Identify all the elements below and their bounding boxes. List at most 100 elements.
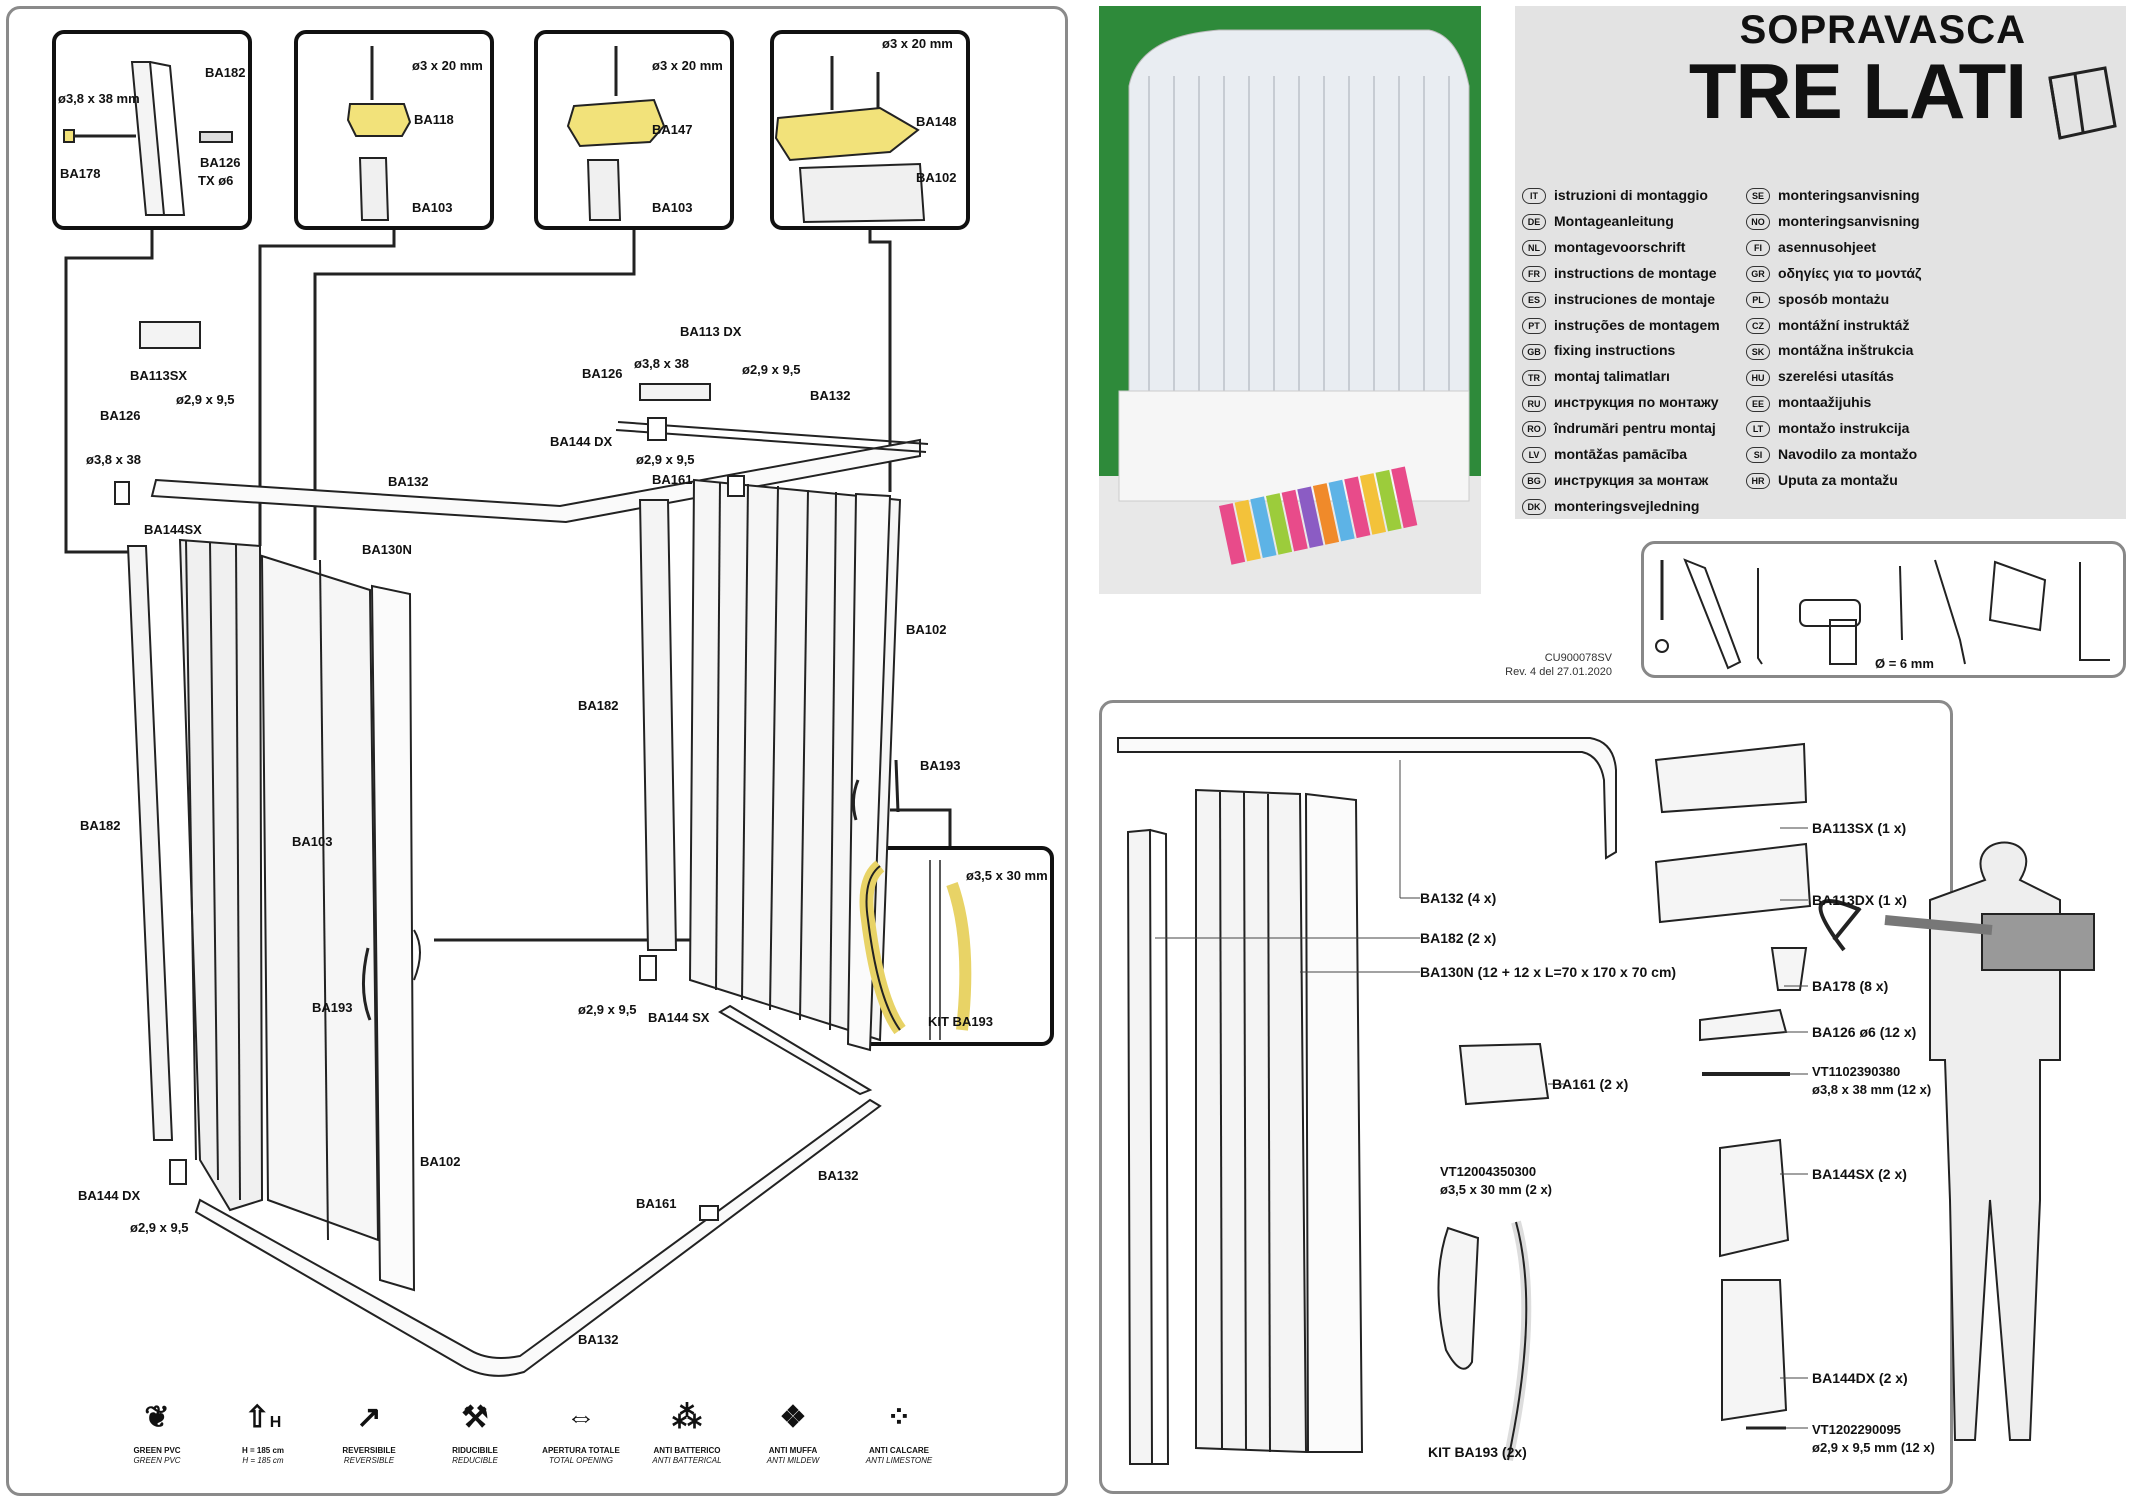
label-ba144dx-top: BA144 DX bbox=[550, 434, 613, 449]
label-screw-38x38mm: ø3,8 x 38 mm bbox=[58, 91, 140, 106]
feature-sublabel: GREEN PVC bbox=[133, 1456, 181, 1465]
part-vt12004350300: VT12004350300 bbox=[1440, 1164, 1537, 1179]
feature-label: REVERSIBILE bbox=[342, 1446, 396, 1455]
label-ba132-top-left: BA132 bbox=[388, 474, 429, 489]
part-ba182: BA182 (2 x) bbox=[1420, 930, 1497, 946]
feature-label: APERTURA TOTALE bbox=[542, 1446, 620, 1455]
label-ba132-top-right: BA132 bbox=[810, 388, 851, 403]
label-ba182-callout: BA182 bbox=[205, 65, 246, 80]
doc-code: CU900078SV bbox=[1544, 652, 1612, 664]
part-vt1202290095: VT1202290095 bbox=[1812, 1422, 1901, 1437]
label-screw-29-right-mid: ø2,9 x 9,5 bbox=[636, 452, 695, 467]
label-drill-size: Ø = 6 mm bbox=[1875, 656, 1934, 671]
label-screw-38-right: ø3,8 x 38 bbox=[634, 356, 689, 371]
label-ba113sx: BA113SX bbox=[130, 368, 188, 383]
feature-sublabel: ANTI LIMESTONE bbox=[865, 1456, 933, 1465]
part-screw-38: ø3,8 x 38 mm (12 x) bbox=[1812, 1082, 1932, 1097]
label-screw-35x30: ø3,5 x 30 mm bbox=[966, 868, 1048, 883]
part-screw-35: ø3,5 x 30 mm (2 x) bbox=[1440, 1182, 1552, 1197]
label-ba102-callout: BA102 bbox=[916, 170, 957, 185]
label-ba148: BA148 bbox=[916, 114, 957, 129]
part-ba130n: BA130N (12 + 12 x L=70 x 170 x 70 cm) bbox=[1420, 964, 1677, 980]
label-ba193-left: BA193 bbox=[312, 1000, 353, 1015]
height-arrow-icon: ⇧H bbox=[244, 1401, 282, 1434]
part-ba126: BA126 ø6 (12 x) bbox=[1812, 1024, 1917, 1040]
part-ba161: BA161 (2 x) bbox=[1552, 1076, 1629, 1092]
label-screw-29-left-bottom: ø2,9 x 9,5 bbox=[130, 1220, 189, 1235]
label-ba102-right: BA102 bbox=[906, 622, 947, 637]
label-screw-29-right-top: ø2,9 x 9,5 bbox=[742, 362, 801, 377]
feature-sublabel: ANTI BATTERICAL bbox=[652, 1456, 722, 1465]
shower-box-icon bbox=[2048, 66, 2117, 140]
label-screw-29-left-top: ø2,9 x 9,5 bbox=[176, 392, 235, 407]
bacteria-icon: ⁂ bbox=[672, 1401, 702, 1434]
feature-label: RIDUCIBILE bbox=[452, 1446, 498, 1455]
label-ba161-top: BA161 bbox=[652, 472, 693, 487]
label-ba132-bottom-right: BA132 bbox=[818, 1168, 859, 1183]
feature-sublabel: REVERSIBLE bbox=[343, 1456, 395, 1465]
mildew-icon: ❖ bbox=[779, 1401, 807, 1434]
part-vt1102390380: VT1102390380 bbox=[1812, 1064, 1901, 1079]
label-ba126-right: BA126 bbox=[582, 366, 623, 381]
leaf-icon: ❦ bbox=[144, 1401, 170, 1434]
cover-title-box: SOPRAVASCA TRE LATI bbox=[1515, 6, 2126, 519]
saw-icon: ⚒ bbox=[461, 1401, 489, 1434]
label-ba102-left: BA102 bbox=[420, 1154, 461, 1169]
doc-revision: Rev. 4 del 27.01.2020 bbox=[1505, 666, 1612, 678]
label-ba130n: BA130N bbox=[362, 542, 412, 557]
feature-label: ANTI MUFFA bbox=[768, 1446, 818, 1455]
label-tx6: TX ø6 bbox=[198, 173, 234, 188]
feature-label: GREEN PVC bbox=[133, 1446, 181, 1455]
label-screw-38-left: ø3,8 x 38 bbox=[86, 452, 141, 467]
product-photo bbox=[1099, 6, 1481, 594]
feature-label: ANTI CALCARE bbox=[869, 1446, 929, 1455]
label-ba103: BA103 bbox=[292, 834, 333, 849]
part-ba144sx: BA144SX (2 x) bbox=[1812, 1166, 1907, 1182]
label-screw-3x20-a: ø3 x 20 mm bbox=[412, 58, 483, 73]
label-ba103-callout-a: BA103 bbox=[412, 200, 453, 215]
label-screw-3x20-b: ø3 x 20 mm bbox=[652, 58, 723, 73]
label-kit-ba193: KIT BA193 bbox=[928, 1014, 994, 1029]
part-ba178: BA178 (8 x) bbox=[1812, 978, 1889, 994]
part-ba132: BA132 (4 x) bbox=[1420, 890, 1497, 906]
label-ba144dx-bottom: BA144 DX bbox=[78, 1188, 141, 1203]
opening-icon: ⇔ bbox=[566, 1401, 596, 1434]
label-ba126-left: BA126 bbox=[100, 408, 141, 423]
limestone-icon: ⁘ bbox=[886, 1401, 912, 1434]
label-ba193-right: BA193 bbox=[920, 758, 961, 773]
label-ba182-left: BA182 bbox=[80, 818, 121, 833]
feature-sublabel: H = 185 cm bbox=[242, 1456, 284, 1465]
feature-sublabel: ANTI MILDEW bbox=[766, 1456, 820, 1465]
label-ba103-callout-b: BA103 bbox=[652, 200, 693, 215]
title-tre-lati: TRE LATI bbox=[1688, 47, 2027, 135]
feature-label: ANTI BATTERICO bbox=[653, 1446, 721, 1455]
label-ba132-bottom-left: BA132 bbox=[578, 1332, 619, 1347]
